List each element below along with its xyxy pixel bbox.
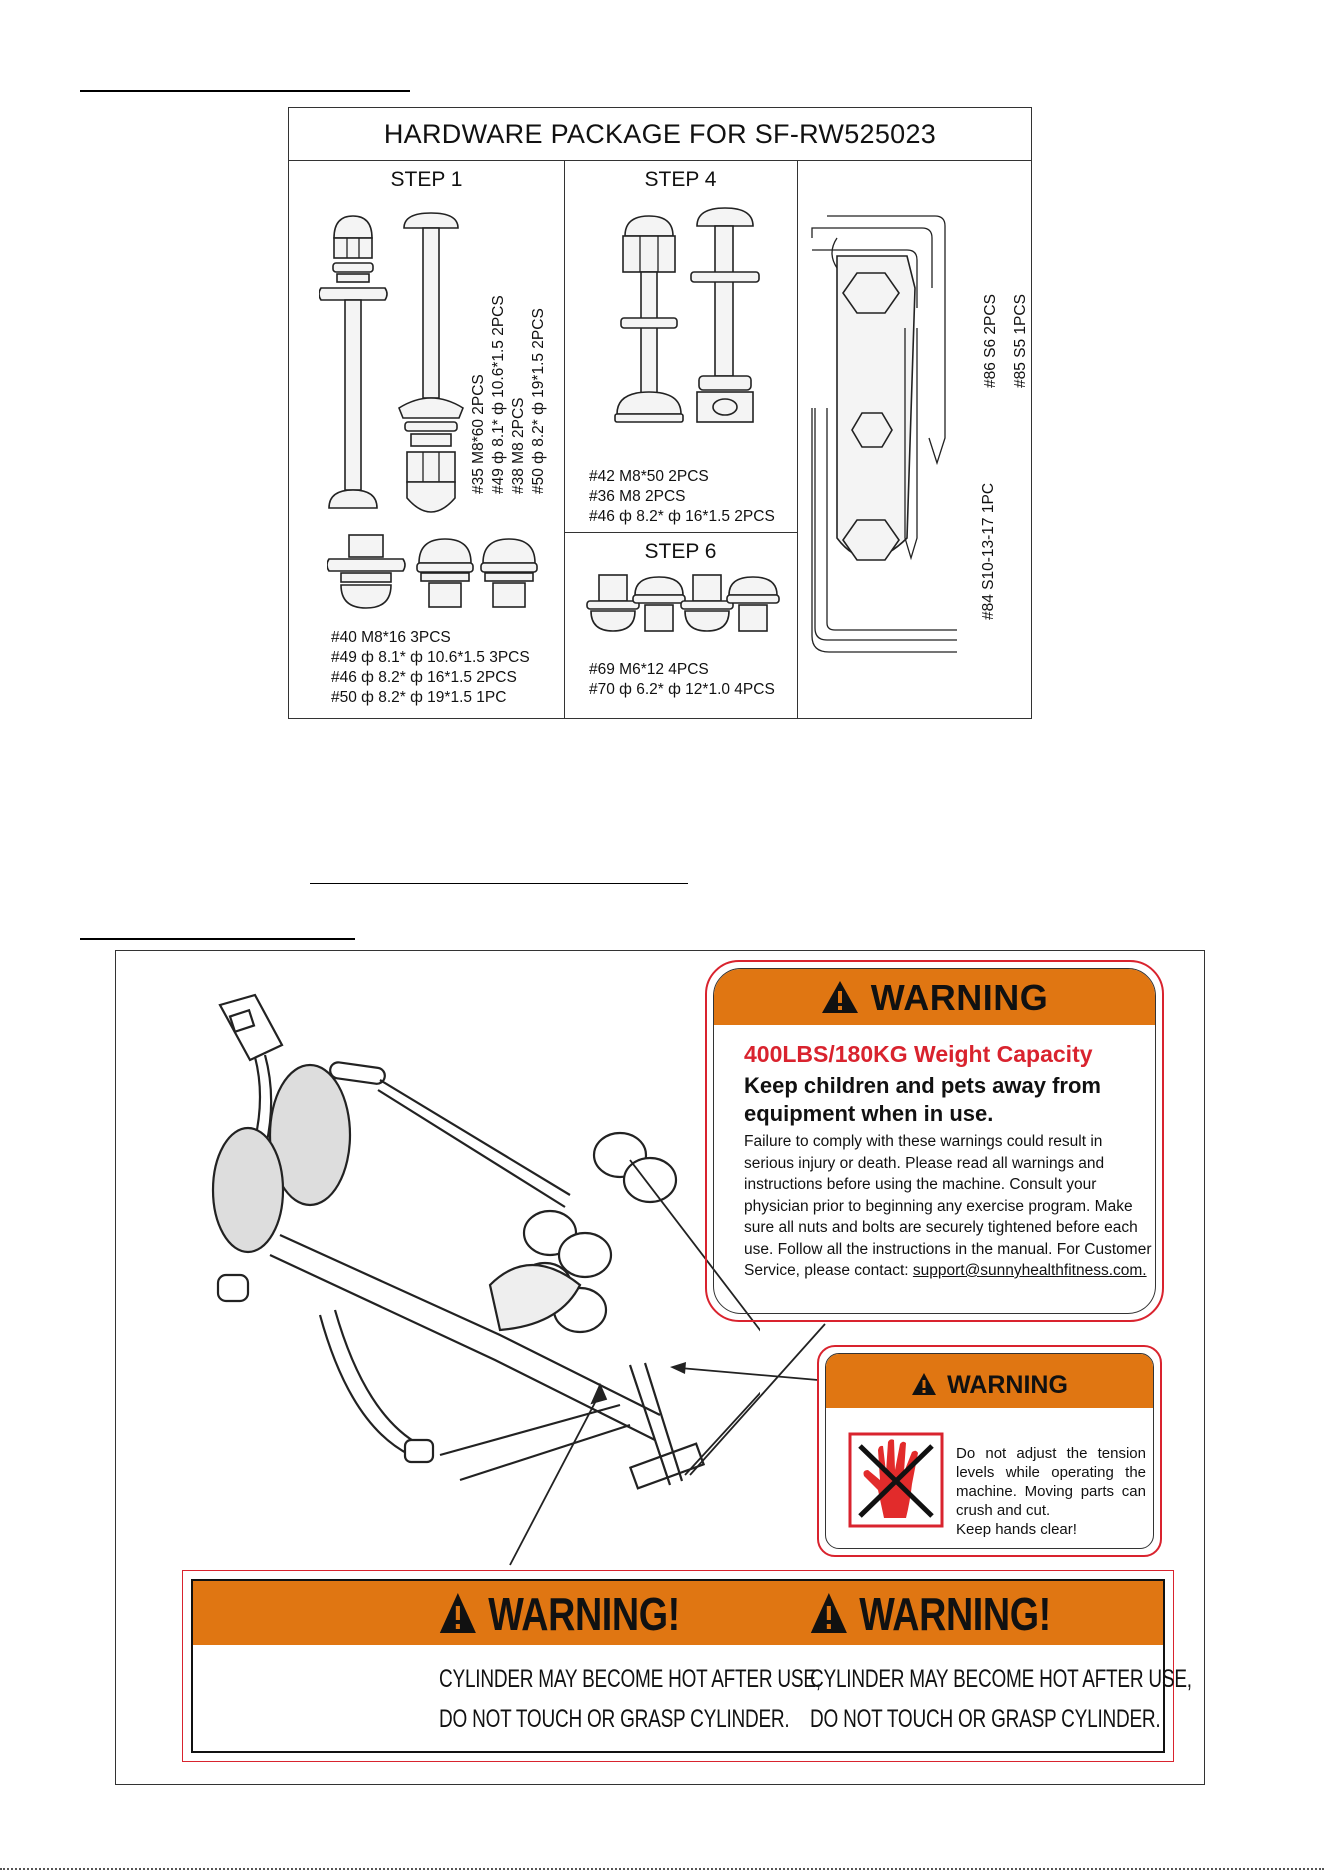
section-rule [80, 938, 355, 940]
cylinder-warning-text-left: CYLINDER MAY BECOME HOT AFTER USE, DO NO… [439, 1665, 821, 1733]
allen-keys-wrench-illustration [811, 215, 957, 653]
step4-parts-list: #42 M8*50 2PCS #36 M8 2PCS #46 ф 8.2* ф … [589, 468, 775, 525]
cylinder-warning-label: WARNING! WARNING! CYLINDER MAY BECOME HO… [182, 1570, 1192, 1762]
tension-warning-text: Do not adjust the tension levels while o… [956, 1445, 1146, 1538]
top-rule [80, 90, 410, 92]
main-warning-heading: WARNING [714, 969, 1155, 1025]
tools-vertical-list-right: #86 S6 2PCS #85 S5 1PCS [982, 294, 1029, 388]
step1-bolts-illustration [319, 212, 464, 513]
mid-rule-short [310, 883, 688, 884]
arrow-to-main-warning [689, 1323, 826, 1476]
support-email-link[interactable]: support@sunnyhealthfitness.com. [912, 1262, 1147, 1279]
step1-parts-list: #40 M8*16 3PCS #49 ф 8.1* ф 10.6*1.5 3PC… [331, 629, 530, 706]
step4-heading: STEP 4 [644, 168, 717, 191]
step6-parts-list: #69 M6*12 4PCS #70 ф 6.2* ф 12*1.0 4PCS [589, 661, 775, 698]
step1-heading: STEP 1 [390, 168, 463, 191]
cylinder-warning-heading-left: WARNING! [439, 1581, 680, 1645]
keep-away-text: Keep children and pets away from equipme… [744, 1073, 1101, 1126]
warning-triangle-icon [911, 1365, 937, 1411]
rowing-machine-illustration [211, 993, 760, 1566]
warning-triangle-icon [439, 1585, 477, 1651]
main-warning-body: Failure to comply with these warnings co… [744, 1133, 1152, 1279]
step6-heading: STEP 6 [644, 540, 717, 563]
tools-vertical-list-left: #84 S10-13-17 1PC [980, 482, 997, 620]
step1-small-bolts-illustration [327, 534, 538, 609]
hardware-package-title: HARDWARE PACKAGE FOR SF-RW525023 [289, 108, 1031, 161]
step1-vertical-list: #35 M8*60 2PCS #49 ф 8.1* ф 10.6*1.5 2PC… [470, 295, 547, 494]
tension-warning-heading: WARNING [826, 1362, 1153, 1408]
main-warning-label: WARNING 400LBS/180KG Weight Capacity Kee… [705, 960, 1164, 1322]
step6-screws-illustration [586, 574, 780, 632]
page-bottom-edge [0, 1868, 1324, 1870]
warnings-frame [115, 950, 1205, 1785]
hardware-package-table: HARDWARE PACKAGE FOR SF-RW525023 STEP 1 … [288, 107, 1032, 719]
warning-triangle-icon [810, 1585, 848, 1651]
cylinder-warning-text-right: CYLINDER MAY BECOME HOT AFTER USE, DO NO… [810, 1665, 1192, 1733]
warning-triangle-icon [821, 973, 859, 1031]
tension-warning-label: WARNING Do not adjust the tension levels… [817, 1345, 1162, 1557]
weight-capacity-text: 400LBS/180KG Weight Capacity [744, 1041, 1093, 1067]
step4-bolts-illustration [614, 207, 760, 423]
cylinder-warning-heading-right: WARNING! [810, 1581, 1051, 1645]
no-hands-icon [848, 1432, 944, 1528]
arrow-to-tension [670, 1362, 819, 1381]
